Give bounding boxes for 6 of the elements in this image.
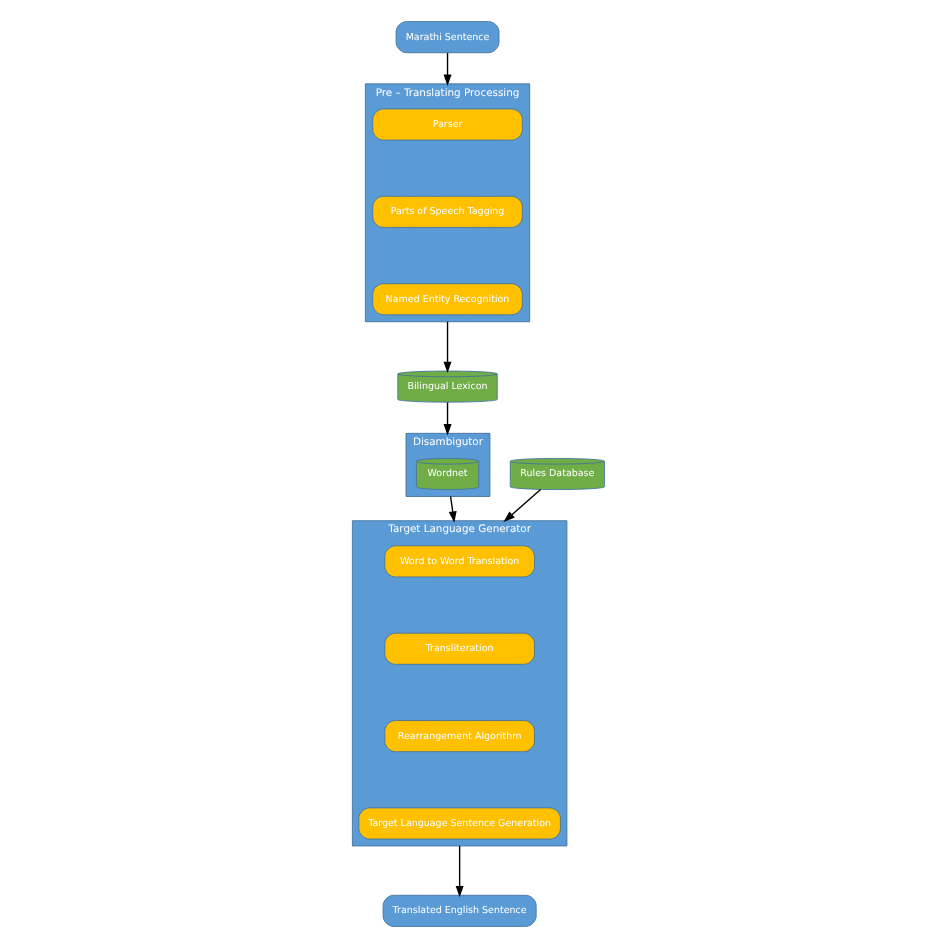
arrow	[442, 401, 451, 436]
arrow	[447, 495, 456, 523]
arrow	[442, 321, 451, 374]
arrow	[502, 488, 541, 523]
arrow	[454, 845, 463, 898]
arrow	[442, 52, 451, 86]
